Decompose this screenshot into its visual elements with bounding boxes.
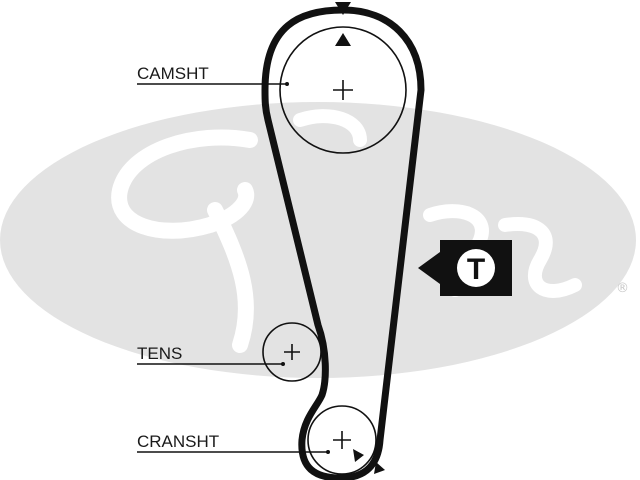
tensioner-leader-dot xyxy=(281,362,285,366)
watermark-script-stroke xyxy=(111,129,258,353)
watermark-script-stroke-3 xyxy=(293,109,367,147)
camshaft-leader-dot xyxy=(285,82,289,86)
leader-lines xyxy=(137,82,330,454)
crankshaft-pulley xyxy=(307,405,377,475)
tension-badge: T xyxy=(418,240,512,296)
crankshaft-center-mark xyxy=(333,431,351,449)
crank-outer-timing-mark-triangle xyxy=(374,462,385,474)
camshaft-pulley-circle xyxy=(279,26,407,154)
top-timing-mark-up-triangle xyxy=(335,33,351,46)
camshaft-center-mark xyxy=(333,80,353,100)
tension-badge-pointer-triangle xyxy=(418,252,440,284)
tensioner-label: TENS xyxy=(137,344,182,363)
watermark-oval xyxy=(0,102,636,378)
crankshaft-pulley-circle xyxy=(307,405,377,475)
crank-timing-mark-triangle xyxy=(353,449,364,462)
crankshaft-leader-dot xyxy=(326,450,330,454)
tension-badge-letter: T xyxy=(467,253,485,286)
crankshaft-label: CRANSHT xyxy=(137,432,219,451)
registered-mark: ® xyxy=(616,281,629,296)
tensioner-center-mark xyxy=(284,344,300,360)
camshaft-label: CAMSHT xyxy=(137,64,209,83)
camshaft-pulley xyxy=(279,26,407,154)
top-timing-mark-down-triangle xyxy=(335,2,351,15)
tension-badge-circle xyxy=(457,249,495,287)
